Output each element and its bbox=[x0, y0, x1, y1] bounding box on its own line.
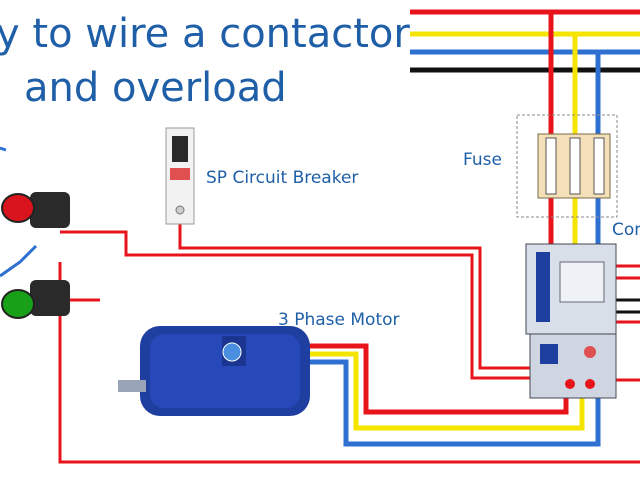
fuse-holder-icon bbox=[516, 114, 618, 218]
motor-feed-wires bbox=[240, 343, 601, 447]
start-pushbutton-icon bbox=[1, 280, 70, 319]
overload-relay-icon bbox=[529, 333, 617, 399]
supply-lines bbox=[410, 9, 640, 150]
title-line-2: and overload bbox=[24, 65, 287, 111]
motor-label: 3 Phase Motor bbox=[278, 310, 400, 330]
stop-pushbutton-icon bbox=[1, 192, 70, 228]
fuse-to-contactor-wires bbox=[548, 190, 601, 248]
fuse-label: Fuse bbox=[463, 150, 502, 170]
title-panel: y to wire a contactor and overload bbox=[0, 0, 410, 122]
hand-pointer-icon bbox=[0, 146, 38, 278]
contactor-label: Con bbox=[612, 220, 640, 240]
contactor-icon bbox=[525, 243, 617, 335]
circuit-breaker-icon bbox=[165, 127, 195, 225]
control-wires bbox=[58, 195, 640, 464]
title-line-1: y to wire a contactor bbox=[0, 11, 410, 57]
motor-icon bbox=[118, 326, 310, 416]
breaker-label: SP Circuit Breaker bbox=[206, 168, 359, 188]
